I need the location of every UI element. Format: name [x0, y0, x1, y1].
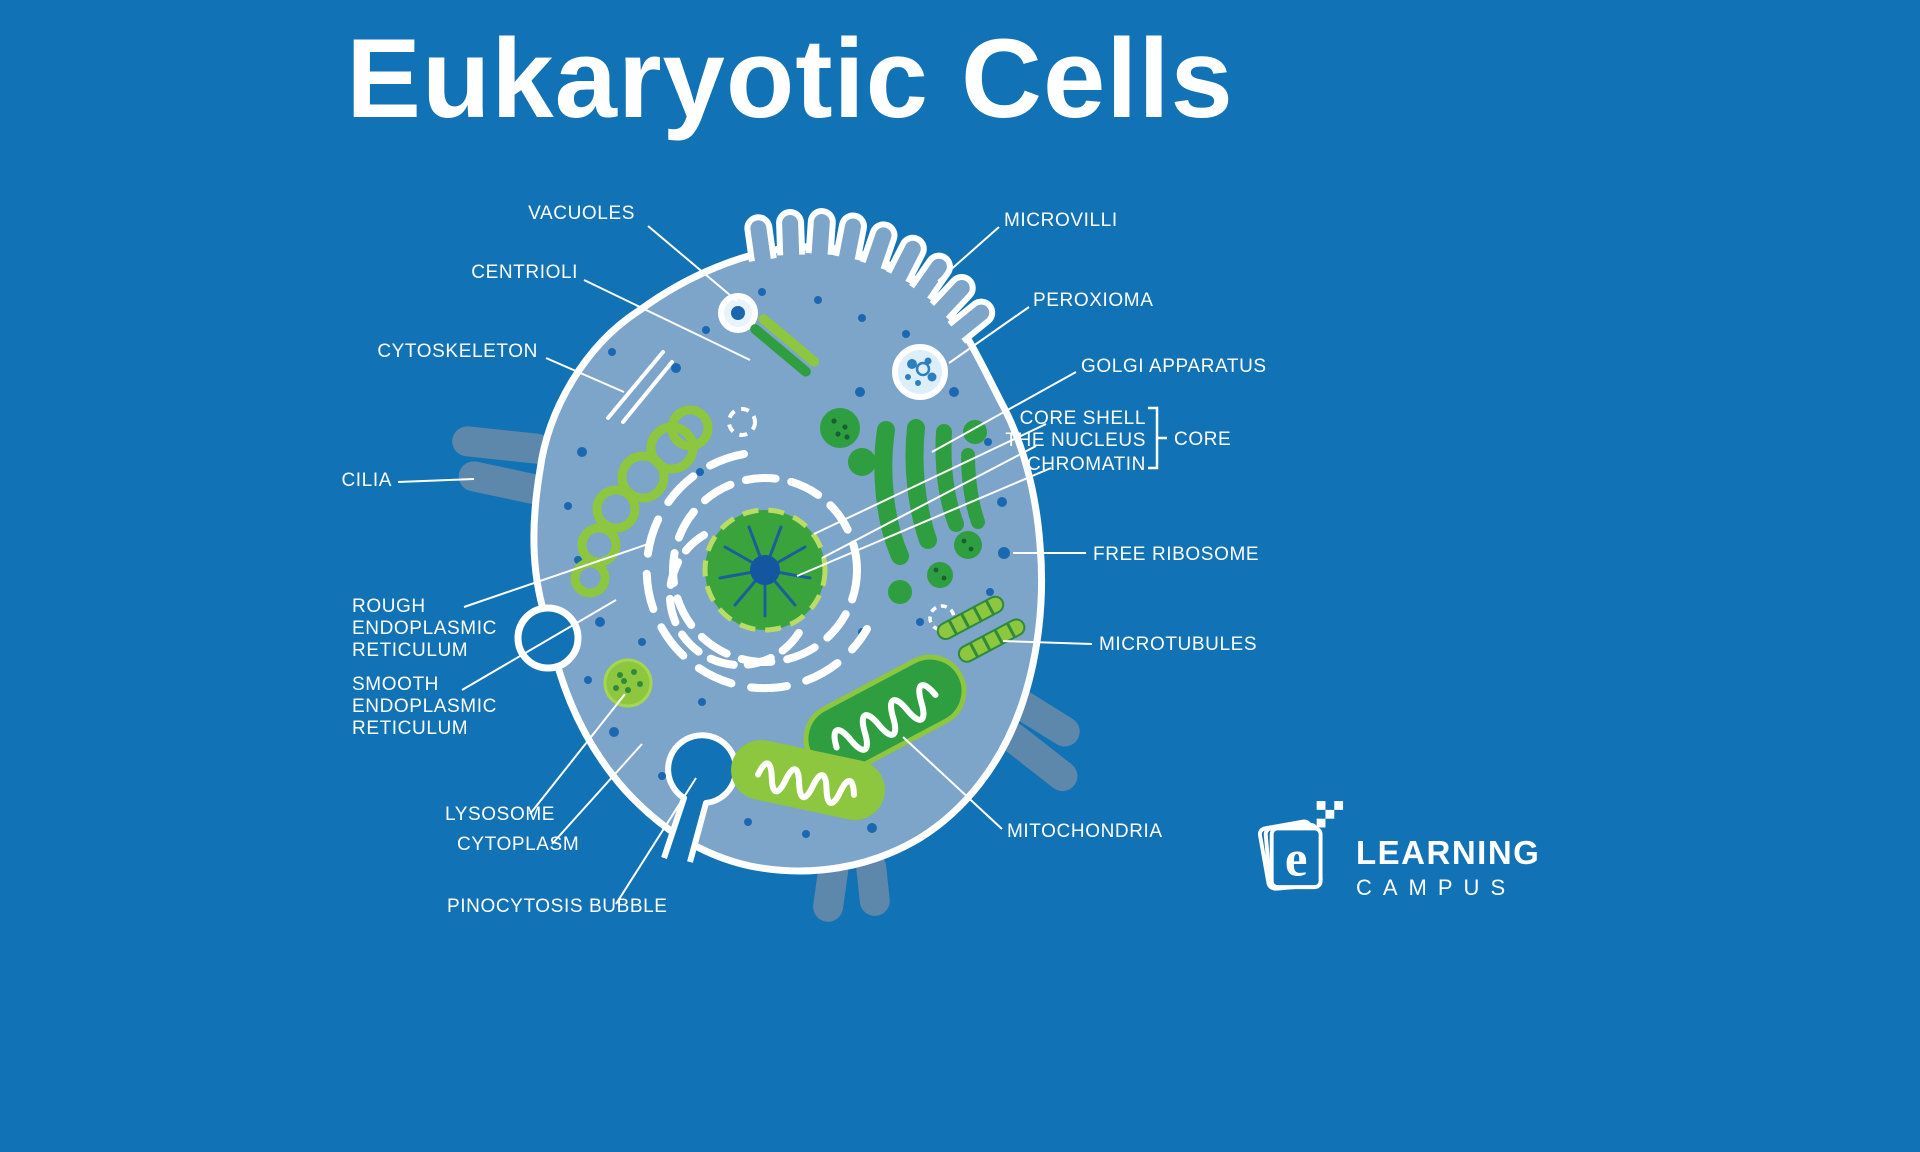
rough-endoplasmic-reticulum [642, 450, 871, 693]
lysosome [603, 658, 653, 708]
elearning-campus-logo: e LEARNING CAMPUS [1258, 798, 1540, 901]
peroxioma [892, 344, 948, 400]
label-chromatin: CHROMATIN [1026, 454, 1146, 475]
label-mitochondria: MITOCHONDRIA [1007, 821, 1163, 842]
logo-text: LEARNING CAMPUS [1356, 798, 1540, 901]
label-vacuoles: VACUOLES [528, 203, 635, 224]
vacuole [718, 293, 758, 333]
logo-campus: CAMPUS [1356, 875, 1517, 900]
label-microtubules: MICROTUBULES [1099, 634, 1258, 655]
leader-lines [397, 225, 1093, 905]
core-bracket [1148, 406, 1167, 470]
pinocytosis-bubble [661, 732, 740, 863]
checker-pixels [1316, 801, 1344, 828]
nucleus [702, 507, 828, 633]
nucleus-core [750, 555, 780, 585]
label-core: CORE [1174, 429, 1232, 450]
microtubules [936, 595, 1026, 663]
mitochondrion-small [731, 740, 885, 820]
label-smooth-er: SMOOTH ENDOPLASMIC RETICULUM [352, 674, 497, 740]
label-cytoplasm: CYTOPLASM [457, 834, 580, 855]
label-golgi: GOLGI APPARATUS [1081, 356, 1267, 377]
label-centrioli: CENTRIOLI [471, 262, 578, 283]
label-microvilli: MICROVILLI [1004, 210, 1118, 231]
label-rough-er: ROUGH ENDOPLASMIC RETICULUM [352, 596, 497, 662]
book-icon: e [1258, 801, 1344, 891]
label-core-shell: CORE SHELL [1019, 408, 1146, 429]
centriole-ring [727, 407, 757, 437]
label-the-nucleus: THE NUCLEUS [1005, 430, 1146, 451]
label-pinocytosis: PINOCYTOSIS BUBBLE [447, 896, 668, 917]
label-cytoskeleton: CYTOSKELETON [377, 341, 538, 362]
label-lysosome: LYSOSOME [445, 804, 556, 825]
microvilli [744, 208, 996, 344]
logo-learning: LEARNING [1356, 834, 1541, 871]
label-cilia: CILIA [341, 470, 392, 491]
free-ribosome [998, 547, 1010, 559]
membrane-notch [514, 604, 582, 672]
logo-letter: e [1285, 830, 1308, 886]
chromatin [718, 525, 812, 618]
centrioles [750, 314, 820, 377]
label-peroxioma: PEROXIOMA [1033, 290, 1154, 311]
label-free-ribosome: FREE RIBOSOME [1093, 544, 1260, 565]
cytoskeleton [606, 350, 674, 424]
smooth-endoplasmic-reticulum [570, 405, 713, 598]
page-title: Eukaryotic Cells [346, 16, 1234, 141]
